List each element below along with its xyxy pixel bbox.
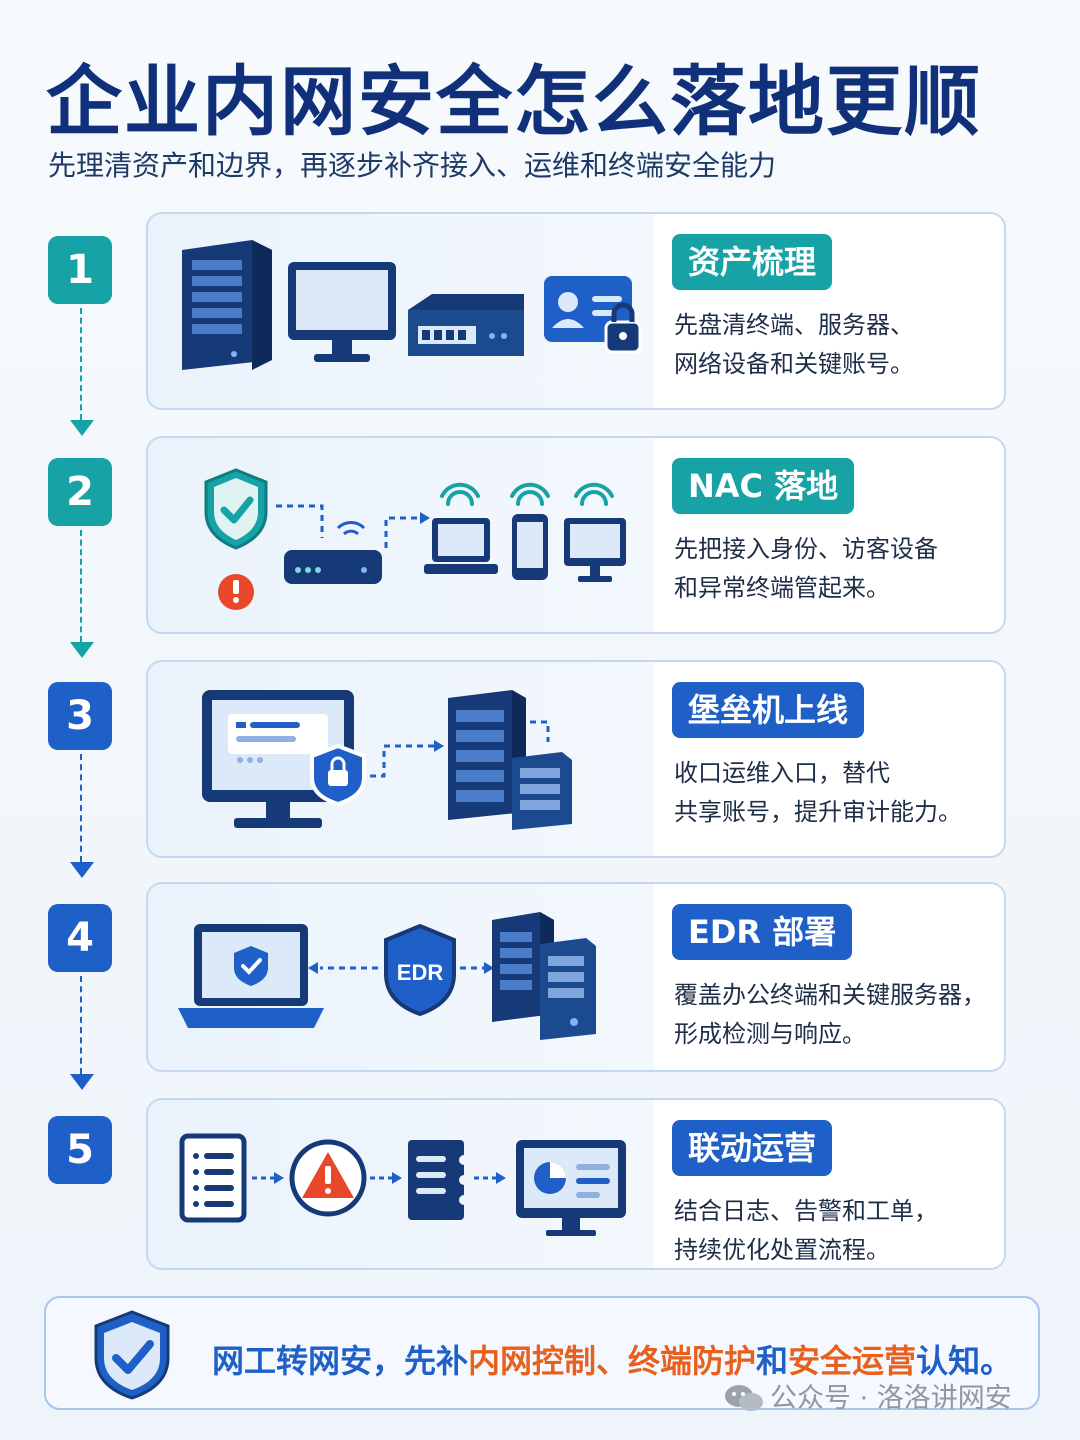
step-badge: 堡垒机上线 [672, 682, 865, 738]
step-card-bastion-host: 堡垒机上线 收口运维入口，替代 共享账号，提升审计能力。 [146, 660, 1006, 858]
watermark: 公众号 · 洛洛讲网安 [724, 1376, 1012, 1415]
summary-text: 网工转网安，先补内网控制、终端防护和安全运营认知。 [212, 1336, 1012, 1382]
step-arrow-4 [70, 1074, 94, 1090]
step-card-nac: NAC 落地 先把接入身份、访客设备 和异常终端管起来。 [146, 436, 1006, 634]
server-rack-icon [448, 690, 572, 830]
step-connector-3 [80, 754, 82, 862]
step-arrow-3 [70, 862, 94, 878]
watermark-text: 公众号 · 洛洛讲网安 [770, 1383, 1012, 1414]
shield-check-icon [94, 1310, 170, 1400]
step-number-2: 2 [48, 458, 112, 526]
page-subtitle: 先理清资产和边界，再逐步补齐接入、运维和终端安全能力 [48, 149, 777, 182]
desc-line: 收口运维入口，替代 [674, 759, 890, 787]
step-connector-4 [80, 976, 82, 1074]
router-icon [284, 521, 382, 584]
phone-icon [512, 514, 548, 580]
laptop-icon [178, 924, 324, 1028]
desc-line: 共享账号，提升审计能力。 [674, 798, 962, 826]
step-connector-1 [80, 308, 82, 420]
step-number-4: 4 [48, 904, 112, 972]
step-card-edr: EDR EDR 部署 覆盖办公终端和关键服务器， 形成检测与响应。 [146, 882, 1006, 1072]
server-icon [182, 240, 272, 370]
desc-line: 覆盖办公终端和关键服务器， [674, 981, 986, 1009]
monitor-lock-icon [202, 690, 366, 828]
step-connector-2 [80, 530, 82, 642]
summary-highlight: 内网控制、终端防护 [468, 1342, 757, 1380]
step-card-asset-inventory: 资产梳理 先盘清终端、服务器、 网络设备和关键账号。 [146, 212, 1006, 410]
desc-line: 先盘清终端、服务器、 [674, 311, 914, 339]
desc-line: 形成检测与响应。 [674, 1020, 866, 1048]
step4-illustration: EDR [178, 912, 596, 1040]
edr-shield-icon: EDR [384, 923, 456, 1017]
desc-line: 先把接入身份、访客设备 [674, 535, 938, 563]
step-badge: NAC 落地 [672, 458, 855, 514]
summary-banner: 网工转网安，先补内网控制、终端防护和安全运营认知。 [44, 1296, 1040, 1410]
dashboard-icon [516, 1140, 626, 1236]
monitor-icon [288, 262, 396, 362]
step-number-1: 1 [48, 236, 112, 304]
summary-part: 认知。 [916, 1342, 1013, 1380]
page-title: 企业内网安全怎么落地更顺 [46, 57, 982, 146]
summary-part: 网工转网安，先补 [212, 1342, 469, 1380]
summary-part: 和 [756, 1342, 789, 1380]
edr-shield-label: EDR [397, 960, 444, 985]
switch-icon [408, 294, 524, 356]
monitor-icon [564, 518, 626, 582]
step-badge: 资产梳理 [672, 234, 833, 290]
wechat-icon [725, 1385, 763, 1411]
step-description: 覆盖办公终端和关键服务器， 形成检测与响应。 [674, 976, 986, 1054]
step-badge: 联动运营 [672, 1120, 833, 1176]
step3-illustration [202, 690, 572, 830]
alert-icon [218, 574, 254, 610]
step-arrow-1 [70, 420, 94, 436]
desc-line: 结合日志、告警和工单， [674, 1197, 938, 1225]
step-arrow-2 [70, 642, 94, 658]
step-badge: EDR 部署 [672, 904, 853, 960]
server-icon [492, 912, 596, 1040]
step5-illustration [179, 1133, 626, 1236]
wifi-icon [440, 482, 614, 506]
step-description: 收口运维入口，替代 共享账号，提升审计能力。 [674, 754, 962, 832]
shield-check-icon [204, 468, 268, 550]
warning-triangle-icon [289, 1139, 367, 1217]
step2-illustration [204, 468, 626, 610]
step-number-3: 3 [48, 682, 112, 750]
log-list-icon [179, 1133, 247, 1223]
step1-illustration [182, 240, 642, 370]
step-card-joint-operations: 联动运营 结合日志、告警和工单， 持续优化处置流程。 [146, 1098, 1006, 1270]
laptop-icon [424, 518, 498, 574]
desc-line: 和异常终端管起来。 [674, 574, 890, 602]
step-description: 先盘清终端、服务器、 网络设备和关键账号。 [674, 306, 914, 384]
step-number-5: 5 [48, 1116, 112, 1184]
summary-highlight: 安全运营 [788, 1342, 917, 1380]
desc-line: 网络设备和关键账号。 [674, 350, 914, 378]
step-description: 结合日志、告警和工单， 持续优化处置流程。 [674, 1192, 938, 1268]
ticket-icon [408, 1140, 469, 1220]
id-card-lock-icon [544, 276, 642, 354]
step-description: 先把接入身份、访客设备 和异常终端管起来。 [674, 530, 938, 608]
desc-line: 持续优化处置流程。 [674, 1236, 890, 1264]
